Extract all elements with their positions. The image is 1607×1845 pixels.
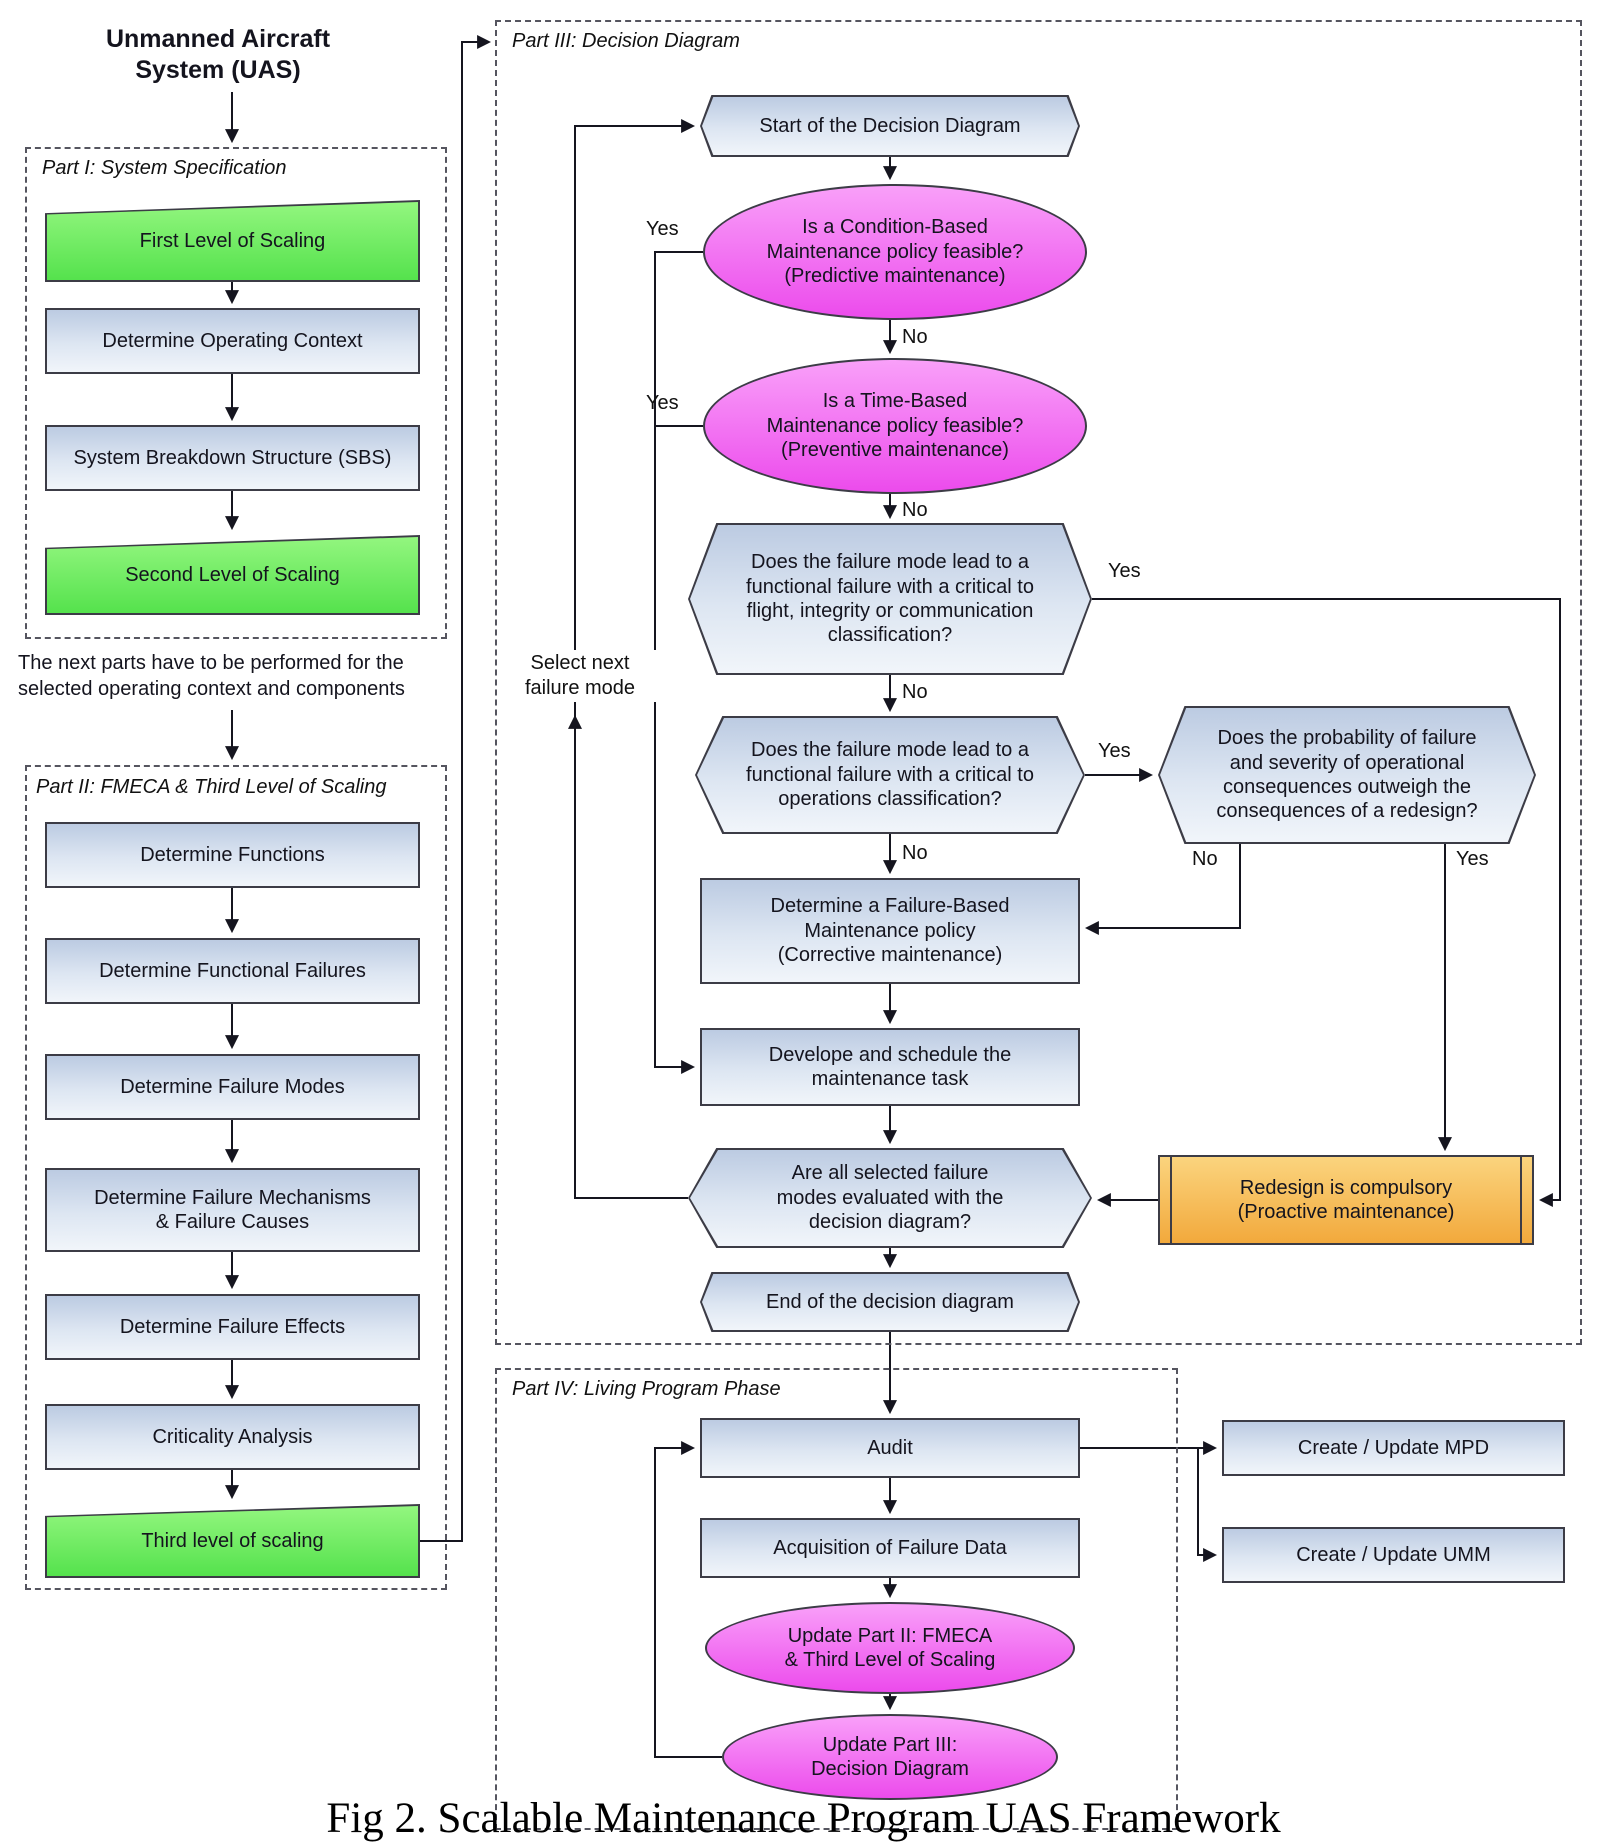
between-parts-note: The next parts have to be performed for … <box>18 652 405 700</box>
edge-thirdscaling-to-part3 <box>420 35 492 1542</box>
node-condition-based-question: Is a Condition-Based Maintenance policy … <box>703 184 1087 320</box>
start-fill <box>702 97 1078 155</box>
label-yes-operations: Yes <box>1098 740 1131 762</box>
third-scaling-text: Third level of scaling <box>141 1529 324 1552</box>
node-first-level-scaling: First Level of Scaling <box>45 200 420 282</box>
node-failure-based-maintenance: Determine a Failure-Based Maintenance po… <box>700 878 1080 984</box>
node-operating-context: Determine Operating Context <box>45 308 420 374</box>
label-no-cbm: No <box>902 326 928 348</box>
node-create-update-umm: Create / Update UMM <box>1222 1527 1565 1583</box>
node-failure-modes: Determine Failure Modes <box>45 1054 420 1120</box>
node-criticality-analysis: Criticality Analysis <box>45 1404 420 1470</box>
first-scaling-text: First Level of Scaling <box>139 229 326 252</box>
all-evaluated-fill <box>690 1150 1090 1246</box>
node-create-update-mpd: Create / Update MPD <box>1222 1420 1565 1476</box>
end-text: End of the decision diagram <box>766 1290 1014 1313</box>
part1-label: Part I: System Specification <box>42 157 287 179</box>
operations-critical-text: Does the failure mode lead to a function… <box>746 739 1034 811</box>
node-audit: Audit <box>700 1418 1080 1478</box>
edge-flight-yes <box>1092 598 1561 1207</box>
edge-audit-to-umm <box>1197 1448 1218 1562</box>
label-select-next-failure-mode: Select next failure mode <box>498 650 662 702</box>
label-no-tbm: No <box>902 499 928 521</box>
label-yes-tradeoff: Yes <box>1456 848 1489 870</box>
node-update-part2: Update Part II: FMECA & Third Level of S… <box>705 1602 1075 1694</box>
third-scaling-fill <box>47 1506 418 1576</box>
label-yes-tbm: Yes <box>646 392 679 414</box>
node-flight-critical-question: Does the failure mode lead to a function… <box>688 523 1092 675</box>
edge-tradeoff-no <box>1084 844 1241 935</box>
node-functional-failures: Determine Functional Failures <box>45 938 420 1004</box>
node-determine-functions: Determine Functions <box>45 822 420 888</box>
all-evaluated-text: Are all selected failure modes evaluated… <box>776 1162 1004 1234</box>
label-yes-cbm: Yes <box>646 218 679 240</box>
redesign-tradeoff-text: Does the probability of failure and seve… <box>1216 727 1478 823</box>
node-second-level-scaling: Second Level of Scaling <box>45 535 420 615</box>
figure-caption: Fig 2. Scalable Maintenance Program UAS … <box>326 1795 1281 1842</box>
node-develop-schedule-task: Develope and schedule the maintenance ta… <box>700 1028 1080 1106</box>
node-redesign-compulsory: Redesign is compulsory (Proactive mainte… <box>1158 1155 1534 1245</box>
node-all-failure-modes-question: Are all selected failure modes evaluated… <box>688 1148 1092 1248</box>
label-no-tradeoff: No <box>1192 848 1218 870</box>
label-no-operations: No <box>902 842 928 864</box>
label-no-flight: No <box>902 681 928 703</box>
node-acquisition-failure-data: Acquisition of Failure Data <box>700 1518 1080 1578</box>
flight-critical-text: Does the failure mode lead to a function… <box>746 551 1034 647</box>
part4-container <box>495 1368 1178 1830</box>
first-scaling-fill <box>47 202 418 280</box>
node-sbs: System Breakdown Structure (SBS) <box>45 425 420 491</box>
page-title: Unmanned Aircraft System (UAS) <box>105 25 331 85</box>
node-time-based-question: Is a Time-Based Maintenance policy feasi… <box>703 358 1087 494</box>
node-redesign-tradeoff-question: Does the probability of failure and seve… <box>1158 706 1536 844</box>
node-failure-mechanisms: Determine Failure Mechanisms & Failure C… <box>45 1168 420 1252</box>
second-scaling-fill <box>47 537 418 613</box>
part3-container <box>495 20 1582 1345</box>
second-scaling-text: Second Level of Scaling <box>125 563 340 586</box>
part4-label: Part IV: Living Program Phase <box>512 1378 781 1400</box>
redesign-tradeoff-fill <box>1160 708 1534 842</box>
node-start-decision: Start of the Decision Diagram <box>700 95 1080 157</box>
start-text: Start of the Decision Diagram <box>759 114 1021 137</box>
node-third-level-scaling: Third level of scaling <box>45 1504 420 1578</box>
flight-critical-fill <box>690 525 1090 673</box>
edge-loop-part4 <box>654 1441 722 1758</box>
end-fill <box>702 1274 1078 1330</box>
label-yes-flight: Yes <box>1108 560 1141 582</box>
node-update-part3: Update Part III: Decision Diagram <box>722 1714 1058 1800</box>
part2-label: Part II: FMECA & Third Level of Scaling <box>36 776 387 798</box>
part2-container <box>25 765 447 1590</box>
node-failure-effects: Determine Failure Effects <box>45 1294 420 1360</box>
operations-critical-fill <box>697 718 1083 832</box>
node-end-decision: End of the decision diagram <box>700 1272 1080 1332</box>
node-operations-critical-question: Does the failure mode lead to a function… <box>695 716 1085 834</box>
part3-label: Part III: Decision Diagram <box>512 30 740 52</box>
part1-container <box>25 147 447 639</box>
